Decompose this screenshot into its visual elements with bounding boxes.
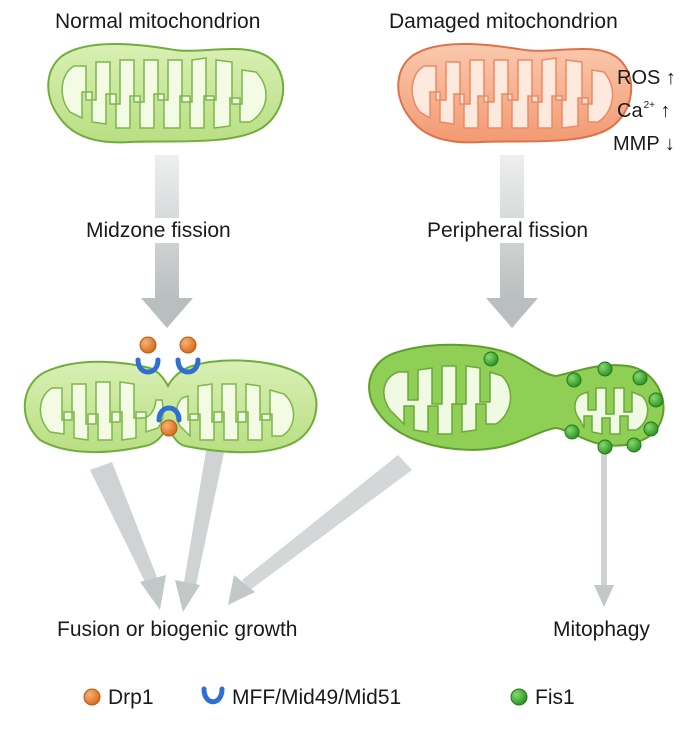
label-midzone-fission: Midzone fission: [86, 218, 231, 243]
legend-drp1-label: Drp1: [108, 686, 154, 709]
indicator-ca-base: Ca: [617, 100, 643, 122]
legend-mff-label: MFF/Mid49/Mid51: [232, 686, 402, 709]
legend-fis1-icon: [510, 688, 528, 706]
indicator-ca: Ca2+ ↑: [617, 100, 671, 122]
damaged-mitochondrion: [397, 42, 633, 144]
legend-drp1-icon: [83, 688, 101, 706]
label-peripheral-fission: Peripheral fission: [427, 218, 589, 243]
indicator-ca-arrow: ↑: [660, 100, 671, 122]
label-mitophagy: Mitophagy: [553, 618, 650, 641]
arrow-to-mitophagy: [594, 452, 614, 607]
drp1-mff-complex-bottom: [156, 405, 182, 437]
arrow-left-to-fusion: [90, 462, 166, 610]
arrow-damaged-to-fusion: [228, 455, 412, 605]
indicator-ca-sup: 2+: [643, 100, 655, 111]
normal-mitochondrion: [47, 42, 285, 144]
legend-mff-icon: [201, 686, 225, 705]
drp1-mff-complex-top-right: [175, 336, 201, 375]
legend-fis1-label: Fis1: [535, 686, 575, 709]
label-fusion-biogenic-growth: Fusion or biogenic growth: [57, 618, 298, 641]
title-damaged-mitochondrion: Damaged mitochondrion: [389, 10, 618, 33]
indicator-ros: ROS ↑: [617, 67, 676, 89]
peripheral-fission-mitochondrion: [368, 343, 665, 455]
indicator-mmp: MMP ↓: [613, 133, 675, 155]
title-normal-mitochondrion: Normal mitochondrion: [55, 10, 261, 33]
drp1-mff-complex-top-left: [135, 336, 161, 375]
arrow-right-to-fusion: [175, 445, 225, 612]
